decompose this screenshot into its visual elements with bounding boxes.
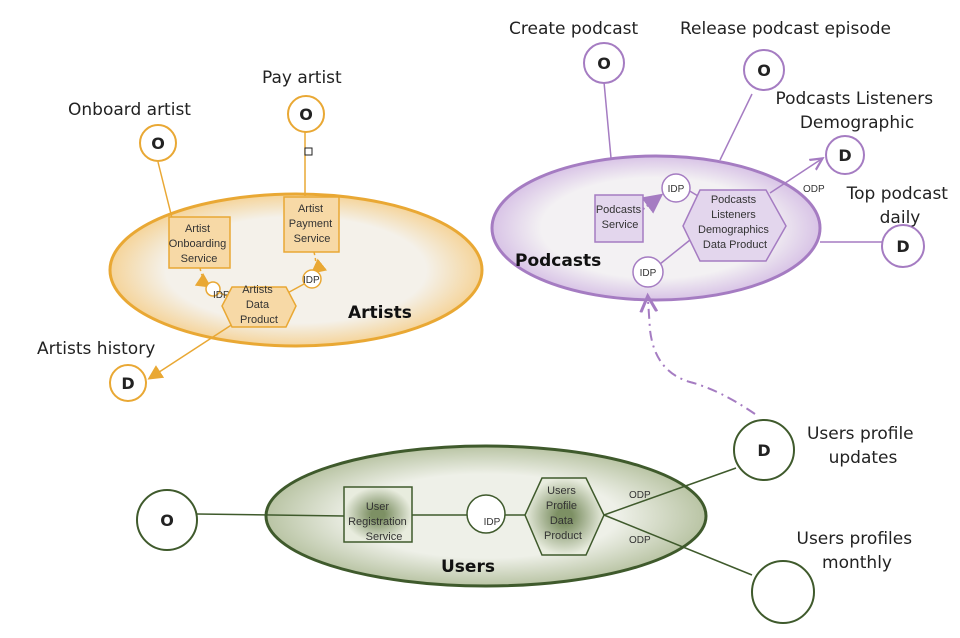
podcasts-idp-label-1: IDP — [668, 184, 685, 195]
create-podcast-node[interactable] — [583, 42, 625, 84]
artists-history-glyph: D — [121, 374, 134, 393]
users-op-glyph: O — [160, 511, 174, 530]
connector-release-episode — [719, 93, 753, 161]
create-podcast-glyph: O — [597, 54, 611, 73]
users-profile-updates-node[interactable] — [733, 419, 795, 481]
listeners-demographic-node[interactable] — [825, 135, 865, 175]
artists-history-node[interactable] — [109, 364, 147, 402]
listeners-demographic-glyph: D — [838, 146, 851, 165]
artists-domain-title: Artists — [348, 303, 412, 323]
release-episode-glyph: O — [757, 61, 771, 80]
podcasts-service-label: Podcasts Service — [596, 204, 644, 231]
artists-data-product[interactable] — [221, 286, 297, 328]
podcasts-idp-label-2: IDP — [640, 268, 657, 279]
top-podcast-daily-node[interactable] — [881, 224, 925, 268]
top-podcast-daily-label: Top podcast daily — [846, 184, 954, 228]
users-odp-label-2: ODP — [629, 535, 651, 546]
users-op-node[interactable] — [136, 489, 198, 551]
artists-idp-port-2[interactable] — [302, 269, 322, 289]
connector-user-op — [196, 513, 345, 517]
connector-dp-monthly — [603, 514, 753, 576]
artists-history-label: Artists history — [37, 339, 155, 359]
connector-create-podcast — [603, 81, 612, 159]
artists-domain: Artists Artist Onboarding Service Artist… — [37, 68, 484, 402]
create-podcast-label: Create podcast — [509, 19, 638, 39]
podcasts-data-product-label: Podcasts Listeners Demographics Data Pro… — [698, 194, 772, 251]
pay-artist-label: Pay artist — [262, 68, 342, 88]
podcasts-idp-port-1[interactable] — [661, 173, 691, 203]
pay-artist-node[interactable] — [287, 95, 325, 133]
podcasts-domain-title: Podcasts — [515, 251, 601, 271]
artist-payment-service-label: Artist Payment Service — [289, 203, 335, 245]
artists-idp-port-1[interactable] — [205, 281, 221, 297]
podcasts-idp-port-2[interactable] — [632, 256, 664, 288]
artists-idp-label-1: IDP — [213, 290, 230, 301]
user-registration-service-label: User Registration Service — [348, 501, 410, 543]
pay-artist-glyph: O — [299, 105, 313, 124]
artist-payment-service-box[interactable] — [283, 196, 340, 253]
users-idp-port[interactable] — [466, 494, 506, 534]
connector-onboard — [157, 161, 173, 219]
artist-onboarding-service-box[interactable] — [168, 216, 231, 269]
artists-idp-label-2: IDP — [303, 275, 320, 286]
onboard-artist-glyph: O — [151, 134, 165, 153]
onboard-artist-node[interactable] — [139, 124, 177, 162]
podcasts-data-product[interactable] — [682, 189, 787, 262]
connector-dp-demographic — [769, 160, 820, 194]
release-episode-label: Release podcast episode — [680, 19, 891, 39]
users-domain: Users User Registration Service IDP User… — [136, 419, 919, 624]
users-profile-data-product[interactable] — [524, 477, 605, 556]
users-profiles-monthly-node[interactable] — [751, 560, 815, 624]
users-profile-updates-glyph: D — [757, 441, 770, 460]
connector-dp-idp2 — [659, 239, 691, 265]
users-domain-title: Users — [441, 557, 495, 577]
release-episode-node[interactable] — [743, 49, 785, 91]
users-profiles-monthly-label: Users profiles monthly — [797, 529, 918, 573]
listeners-demographic-label: Podcasts Listeners Demographic — [775, 89, 938, 133]
artist-onboarding-service-label: Artist Onboarding Service — [169, 223, 230, 265]
connector-dp-history — [147, 321, 237, 380]
user-registration-service-box[interactable] — [343, 486, 413, 543]
top-podcast-daily-glyph: D — [896, 237, 909, 256]
podcasts-service-box[interactable] — [594, 194, 644, 243]
connector-dp-updates — [603, 467, 737, 516]
users-profile-updates-label: Users profile updates — [807, 424, 919, 468]
users-odp-label-1: ODP — [629, 490, 651, 501]
artists-data-product-label: Artists Data Product — [240, 284, 278, 326]
connector-users-to-podcasts — [648, 300, 756, 415]
podcasts-domain: Podcasts Podcasts Service IDP IDP Podcas… — [490, 19, 954, 415]
users-profile-data-product-label: Users Profile Data Product — [544, 485, 582, 542]
podcasts-odp-label: ODP — [803, 184, 825, 195]
connector-pay-handle[interactable] — [304, 147, 313, 156]
onboard-artist-label: Onboard artist — [68, 100, 191, 120]
users-idp-label: IDP — [484, 517, 501, 528]
